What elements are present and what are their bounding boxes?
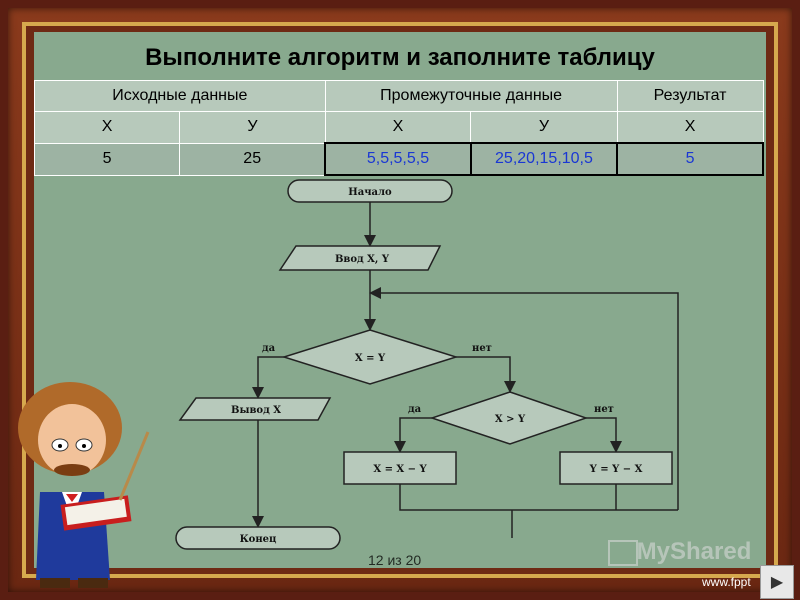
var-cell: У <box>470 111 618 144</box>
no2-label: нет <box>594 404 614 415</box>
header-result: Результат <box>616 80 764 112</box>
value-cell: 25 <box>179 142 326 176</box>
next-slide-icon[interactable]: ▶ <box>760 565 794 599</box>
var-cell: Х <box>324 111 472 144</box>
action-no-label: Y = Y − X <box>589 464 643 475</box>
header-initial: Исходные данные <box>34 80 326 112</box>
var-cell: Х <box>616 111 764 144</box>
yes1-label: да <box>262 343 276 354</box>
cond1-label: X = Y <box>355 353 386 364</box>
action-yes-label: X = X − Y <box>373 464 427 475</box>
watermark-logo-icon <box>608 540 638 566</box>
input-label: Ввод X, Y <box>335 254 390 265</box>
slide-title: Выполните алгоритм и заполните таблицу <box>145 44 655 71</box>
value-cell-answer: 5 <box>616 142 764 176</box>
value-cell-answer: 5,5,5,5,5 <box>324 142 472 176</box>
action-y-minus-x <box>559 451 673 485</box>
no1-label: нет <box>472 343 492 354</box>
end-terminal <box>175 526 341 550</box>
pointer-stick-icon <box>118 431 150 501</box>
professor-mascot-icon <box>18 382 132 588</box>
input-block <box>278 245 442 271</box>
end-label: Конец <box>240 534 277 545</box>
condition-greater <box>429 391 589 445</box>
var-cell: Х <box>33 111 181 144</box>
value-cell: 5 <box>33 142 181 176</box>
output-block <box>178 397 332 421</box>
slide-counter: 12 из 20 <box>368 552 422 568</box>
start-label: Начало <box>348 187 392 198</box>
header-intermediate: Промежуточные данные <box>324 80 618 112</box>
output-label: Вывод X <box>231 405 281 416</box>
site-url: www.fppt <box>702 575 751 589</box>
condition-equal <box>281 329 459 385</box>
var-cell: У <box>179 111 326 144</box>
value-cell-answer: 25,20,15,10,5 <box>469 142 619 176</box>
watermark: MyShared <box>636 538 752 565</box>
yes2-label: да <box>408 404 422 415</box>
algorithm-table: Исходные данные Промежуточные данные Рез… <box>33 80 764 176</box>
cond2-label: X > Y <box>495 414 526 425</box>
